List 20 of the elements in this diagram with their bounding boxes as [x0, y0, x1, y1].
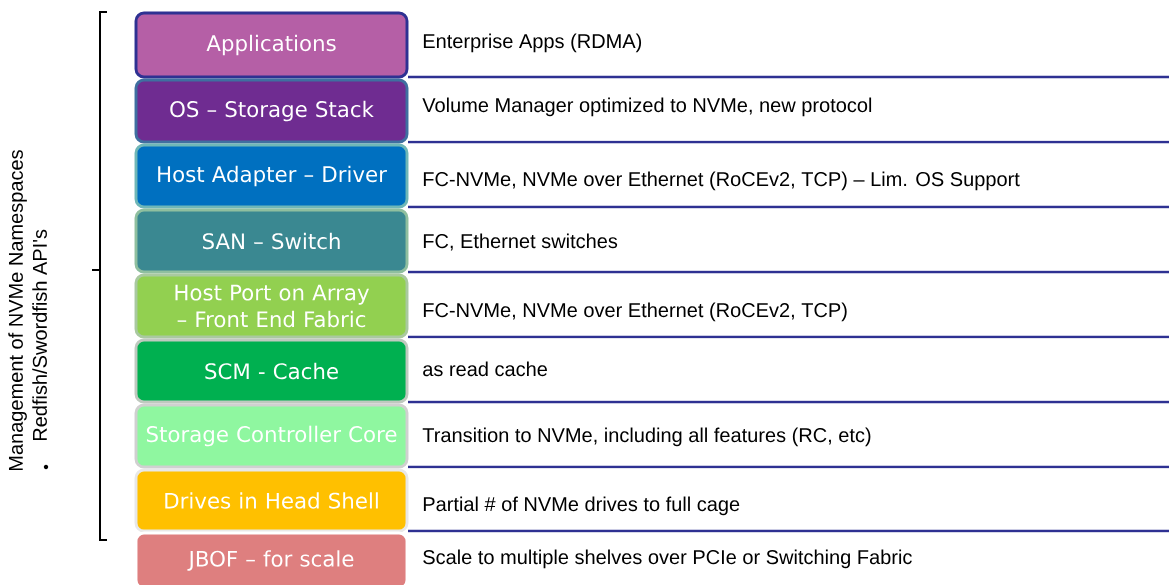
layer-box: Host Port on Array – Front End Fabric	[134, 273, 409, 339]
layer-box: OS – Storage Stack	[134, 78, 409, 144]
axis-label: Management of NVMe Namespaces	[8, 150, 27, 471]
description-text: Enterprise Apps (RDMA)	[423, 33, 642, 53]
layer-box: Drives in Head Shell	[134, 468, 409, 533]
description-text: Volume Manager optimized to NVMe, new protocol	[422, 97, 872, 117]
description-text: Partial # of NVMe drives to full cage	[423, 496, 740, 516]
layer-box: SAN – Switch	[134, 208, 409, 274]
description-text: FC-NVMe, NVMe over Ethernet (RoCEv2, TCP)	[423, 302, 847, 322]
axis-label: Redfish/Swordfish API's	[32, 229, 47, 441]
layer-box: SCM - Cache	[134, 338, 409, 404]
layer-box: Storage Controller Core	[134, 403, 409, 469]
description-text: as read cache	[423, 361, 547, 377]
layer-box: Applications	[134, 11, 409, 79]
description-text: FC, Ethernet switches	[423, 233, 618, 251]
layer-box: JBOF – for scale	[134, 531, 409, 585]
description-text: Transition to NVMe, including all features (RC, etc)	[422, 427, 871, 447]
description-text: FC-NVMe, NVMe over Ethernet (RoCEv2, TCP) – Lim. OS Support	[423, 171, 1020, 191]
description-text: Scale to multiple shelves over PCIe or Switching Fabric	[423, 549, 912, 569]
layer-box: Host Adapter – Driver	[134, 143, 409, 209]
